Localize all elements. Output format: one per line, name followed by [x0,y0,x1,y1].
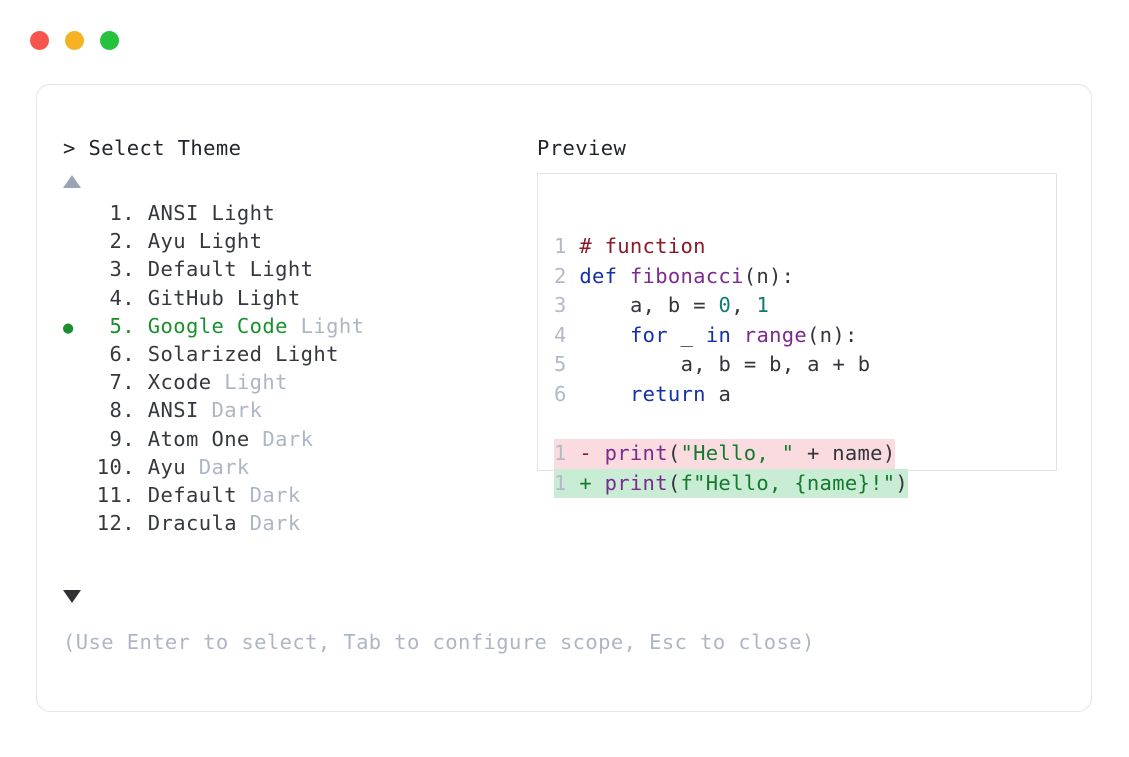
bullet-placeholder [63,515,91,535]
diff-line-addition: 1 + print(f"Hello, {name}!") [554,468,909,498]
theme-item-number: 8. [109,398,135,423]
theme-list-item[interactable]: 12. Dracula Dark [63,511,513,539]
bullet-placeholder [63,374,91,394]
theme-item-name: ANSI [135,398,199,423]
theme-item-variant: Dark [185,454,250,479]
close-button[interactable] [30,31,49,50]
theme-item-number: 3. [109,257,135,282]
bullet-placeholder [63,261,91,281]
theme-item-number: 9. [109,426,135,451]
keyboard-hint: (Use Enter to select, Tab to configure s… [63,630,815,654]
theme-list-item[interactable]: 10. Ayu Dark [63,455,513,483]
theme-item-number: 6. [109,341,135,366]
theme-item-name: Ayu [135,454,186,479]
scroll-up-icon[interactable] [63,175,81,188]
code-line: 1 # function [554,234,706,258]
minimize-button[interactable] [65,31,84,50]
bullet-placeholder [63,290,91,310]
theme-list-item[interactable]: 8. ANSI Dark [63,398,513,426]
theme-item-name: Xcode [135,370,212,395]
window-titlebar [30,31,119,50]
preview-header: Preview [537,136,627,160]
theme-item-name: Default [135,482,237,507]
theme-item-name: ANSI Light [135,201,276,225]
bullet-placeholder [63,346,91,366]
theme-item-number: 1. [109,201,135,225]
theme-item-name: Default Light [135,257,314,282]
theme-item-variant: Light [211,370,288,395]
bullet-placeholder [63,233,91,253]
theme-item-number: 4. [109,285,135,310]
theme-list-item[interactable]: 2. Ayu Light [63,229,513,257]
theme-item-variant: Dark [249,426,314,451]
bullet-placeholder [63,459,91,479]
theme-item-name: Ayu Light [135,229,263,254]
scroll-down-icon[interactable] [63,590,81,603]
theme-list-item[interactable]: 3. Default Light [63,257,513,285]
theme-item-name: Google Code [135,313,288,338]
bullet-placeholder [63,205,91,225]
theme-list-item[interactable]: 9. Atom One Dark [63,427,513,455]
theme-item-number: 12. [96,511,135,536]
theme-list-item[interactable]: ● 5. Google Code Light [63,314,513,342]
bullet-placeholder [63,431,91,451]
theme-list: 1. ANSI Light 2. Ayu Light 3. Default Li… [63,201,513,539]
theme-item-name: Dracula [135,511,237,536]
select-theme-header: > Select Theme [63,136,242,160]
code-preview-panel: 1 # function 2 def fibonacci(n): 3 a, b = … [537,173,1057,498]
theme-item-name: GitHub Light [135,285,301,310]
theme-item-number: 2. [109,229,135,254]
bullet-placeholder [63,402,91,422]
code-line: 5 a, b = b, a + b [554,352,871,376]
theme-item-number: 10. [96,454,135,479]
theme-item-number: 5. [109,313,135,338]
selected-bullet-icon: ● [63,317,74,338]
theme-list-item[interactable]: 4. GitHub Light [63,286,513,314]
theme-list-item[interactable]: 6. Solarized Light [63,342,513,370]
theme-item-variant: Light [287,313,365,338]
code-line: 3 a, b = 0, 1 [554,293,770,317]
theme-item-variant: Dark [198,398,263,423]
theme-list-item[interactable]: 11. Default Dark [63,483,513,511]
theme-picker-dialog: > Select Theme Preview 1. ANSI Light 2. … [36,84,1092,712]
theme-item-variant: Dark [236,482,301,507]
diff-line-deletion: 1 - print("Hello, " + name) [554,439,908,469]
theme-list-item[interactable]: 1. ANSI Light [63,201,513,229]
theme-item-name: Solarized Light [135,341,339,366]
code-line: 2 def fibonacci(n): [554,263,795,288]
bullet-placeholder [63,487,91,507]
code-line: 6 return a [554,381,732,406]
theme-item-variant: Dark [236,511,301,536]
code-spacer [554,409,908,439]
theme-item-name: Atom One [135,426,250,451]
maximize-button[interactable] [100,31,119,50]
code-line: 4 for _ in range(n): [554,322,858,347]
theme-item-number: 7. [109,370,135,395]
theme-item-number: 11. [96,482,135,507]
theme-list-item[interactable]: 7. Xcode Light [63,370,513,398]
code-block: 1 # function 2 def fibonacci(n): 3 a, b = … [554,232,909,498]
